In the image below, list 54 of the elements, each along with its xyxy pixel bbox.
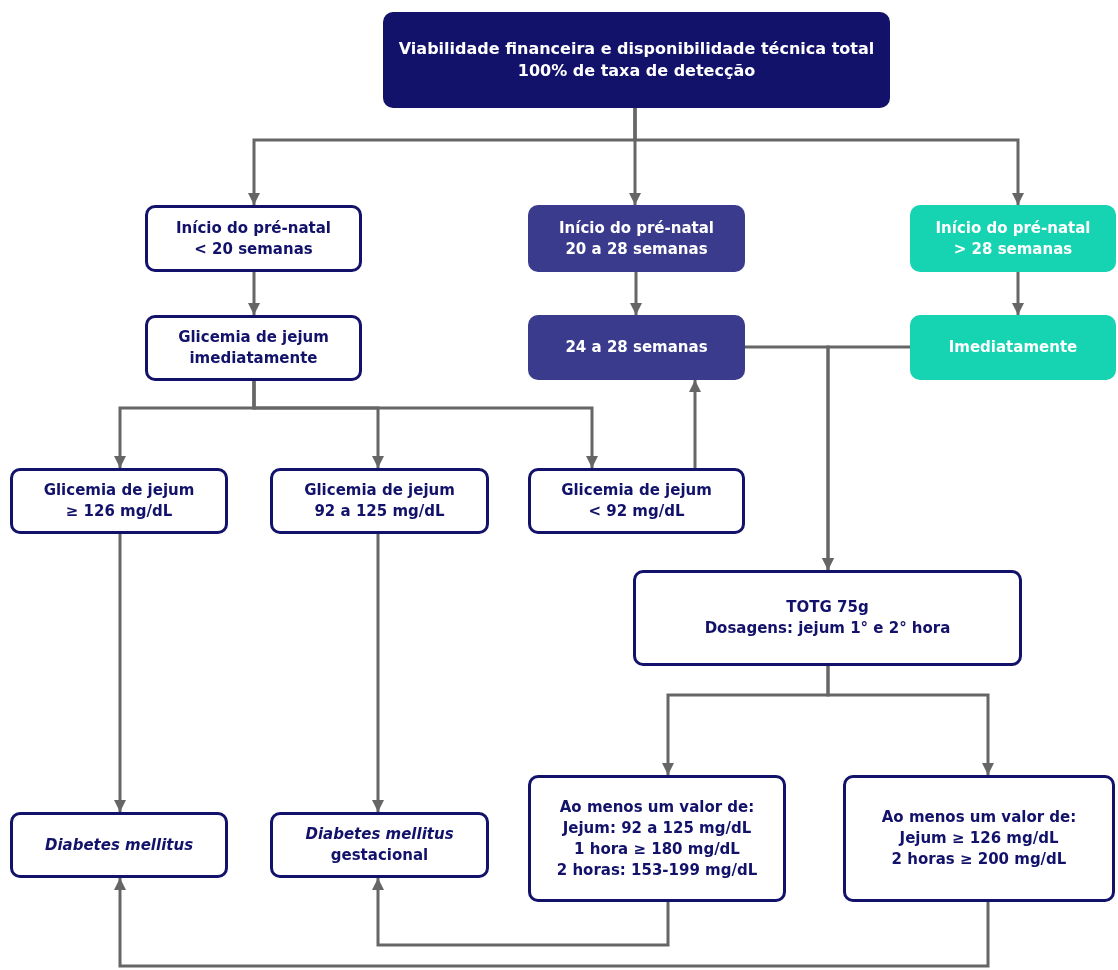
arrow: [1012, 272, 1024, 315]
arrow: [114, 534, 126, 812]
node-text: Início do pré-natal: [559, 217, 714, 239]
process-box: [528, 775, 786, 902]
node-text: > 28 semanas: [953, 238, 1073, 260]
arrow: [826, 666, 994, 775]
node-text: Ao menos um valor de:: [559, 796, 755, 818]
node-text: TOTG 75g: [786, 597, 869, 618]
process-box: [633, 570, 1022, 666]
arrow: [689, 380, 701, 468]
node-text: 2 horas: 153-199 mg/dL: [556, 859, 758, 881]
node-text: Diabetes mellitus: [44, 834, 194, 856]
node-text: 1 hora ≥ 180 mg/dL: [574, 838, 740, 860]
process-box: [10, 468, 228, 534]
node-text: Glicemia de jejum imediatamente: [177, 327, 330, 369]
node-text: Diabetes mellitus gestacional: [304, 824, 455, 866]
node-text: Início do pré-natal: [176, 217, 331, 239]
arrow: [822, 345, 910, 570]
node-text: Ao menos um valor de:: [881, 807, 1077, 828]
process-box: [843, 775, 1115, 902]
node-text: Início do pré-natal: [935, 217, 1091, 239]
node-text: 92 a 125 mg/dL: [314, 501, 445, 522]
node-text: Jejum ≥ 126 mg/dL: [899, 828, 1059, 849]
filled-box: [528, 315, 745, 380]
node-text: < 92 mg/dL: [588, 501, 685, 522]
node-text: 2 horas ≥ 200 mg/dL: [891, 849, 1067, 870]
filled-box: [528, 205, 745, 272]
process-box: [270, 468, 489, 534]
arrow: [633, 108, 1024, 205]
node-text: Dosagens: jejum 1° e 2° hora: [704, 618, 951, 639]
node-text: Glicemia de jejum: [304, 480, 455, 501]
node-text: Imediatamente: [948, 337, 1078, 358]
filled-box: [383, 12, 890, 108]
process-box: [528, 468, 745, 534]
process-box: [270, 812, 489, 878]
node-text: ≥ 126 mg/dL: [65, 501, 173, 522]
arrow: [248, 272, 260, 315]
arrow: [372, 878, 670, 947]
process-box: [10, 812, 228, 878]
process-box: [145, 315, 362, 381]
filled-box: [910, 315, 1116, 380]
node-text: 24 a 28 semanas: [565, 337, 708, 358]
arrow: [372, 534, 384, 812]
node-text: Glicemia de jejum: [561, 480, 712, 501]
node-text: Jejum: 92 a 125 mg/dL: [562, 817, 752, 839]
arrow: [630, 272, 642, 315]
node-text: < 20 semanas: [194, 238, 313, 260]
node-text: 20 a 28 semanas: [565, 238, 708, 260]
node-text: Viabilidade financeira e disponibilidade técnica total 100% de taxa de detecção: [397, 37, 876, 82]
process-box: [145, 205, 362, 272]
arrow: [114, 878, 990, 968]
node-text: Glicemia de jejum: [43, 480, 195, 501]
filled-box: [910, 205, 1116, 272]
arrow: [252, 381, 598, 468]
